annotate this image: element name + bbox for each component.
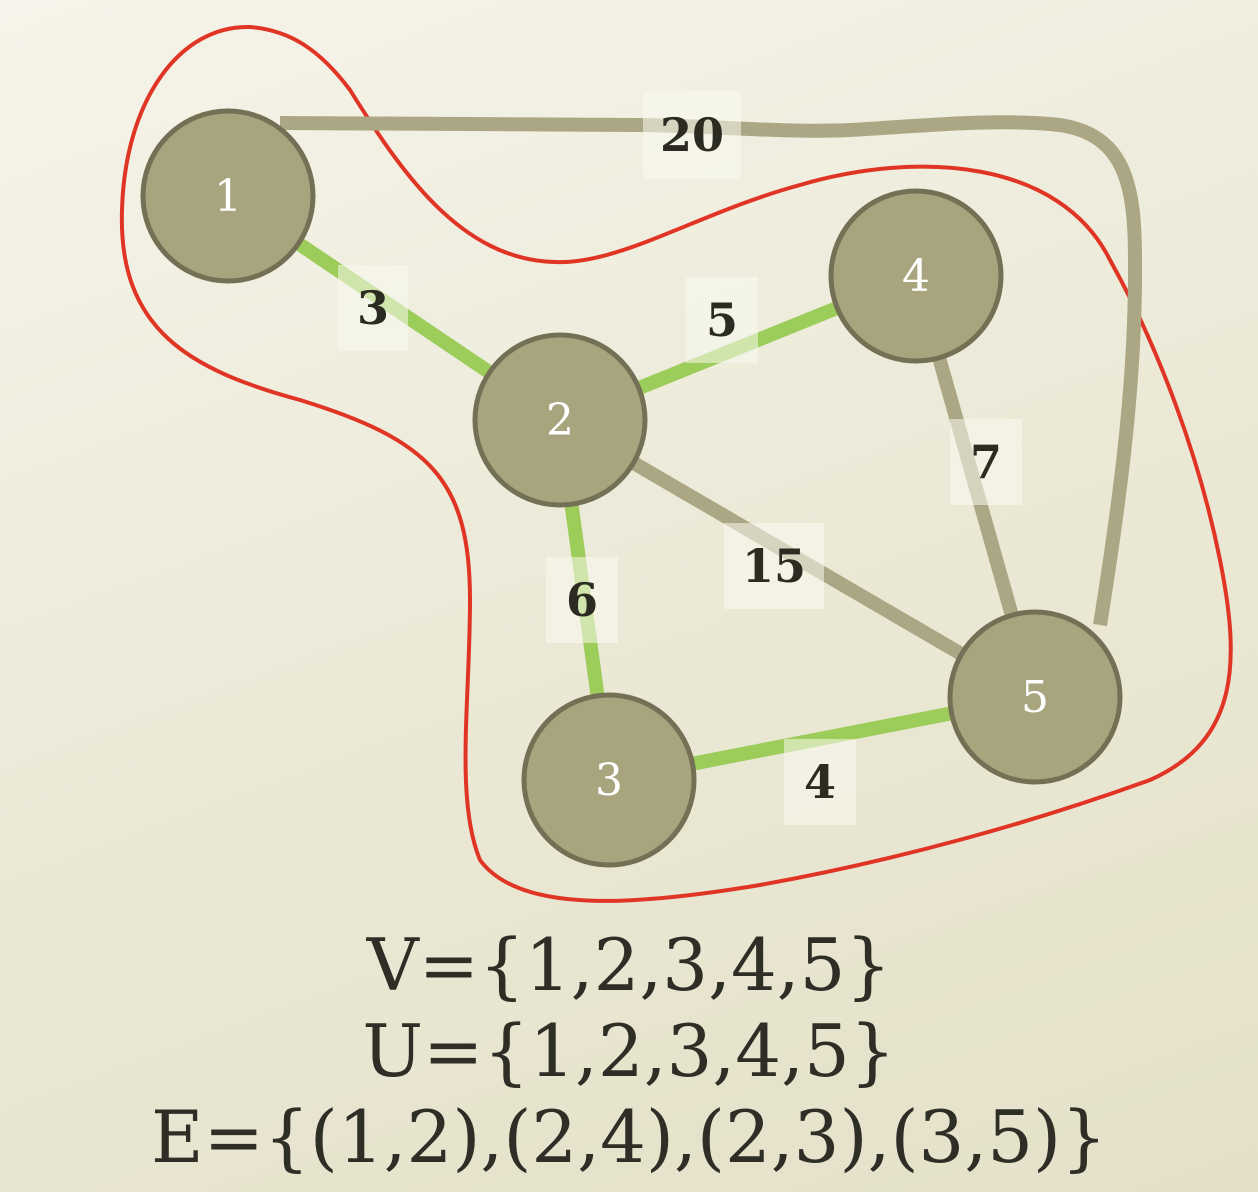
node-circle-4 bbox=[828, 188, 1004, 364]
edge-weight-4-5: 7 bbox=[970, 435, 1002, 489]
edge-weight-1-2: 3 bbox=[357, 281, 389, 335]
edge-weight-2-4: 5 bbox=[706, 293, 738, 347]
edge-weight-bg-4-5 bbox=[950, 419, 1022, 505]
node-label-2: 2 bbox=[546, 395, 574, 446]
edge-weight-2-3: 6 bbox=[566, 573, 598, 627]
edge-weight-bg-2-3 bbox=[546, 557, 618, 643]
edge-weight-2-5: 15 bbox=[742, 539, 806, 593]
cut-curve bbox=[119, 24, 1233, 903]
node-label-4: 4 bbox=[902, 251, 930, 302]
edge-1-5 bbox=[279, 115, 1143, 627]
visited-set-text: U={1,2,3,4,5} bbox=[362, 1009, 896, 1093]
nodes-layer: 1 2 3 4 5 bbox=[140, 108, 1123, 868]
node-4: 4 bbox=[828, 188, 1004, 364]
node-label-3: 3 bbox=[595, 755, 623, 806]
node-circle-3 bbox=[521, 692, 697, 868]
node-label-1: 1 bbox=[214, 171, 242, 222]
edge-weight-bg-2-4 bbox=[686, 277, 758, 363]
edge-set-text: E={(1,2),(2,4),(2,3),(3,5)} bbox=[151, 1095, 1107, 1179]
edge-weight-1-5: 20 bbox=[660, 108, 724, 162]
node-2: 2 bbox=[472, 332, 648, 508]
edge-weight-bg-3-5 bbox=[784, 739, 856, 825]
node-circle-1 bbox=[140, 108, 316, 284]
node-3: 3 bbox=[521, 692, 697, 868]
node-1: 1 bbox=[140, 108, 316, 284]
edge-weight-3-5: 4 bbox=[804, 755, 836, 809]
vertex-set-text: V={1,2,3,4,5} bbox=[366, 923, 892, 1007]
node-5: 5 bbox=[947, 609, 1123, 785]
edge-weight-bg-1-5 bbox=[643, 91, 741, 179]
set-definitions: V={1,2,3,4,5} U={1,2,3,4,5} E={(1,2),(2,… bbox=[0, 922, 1258, 1180]
node-circle-2 bbox=[472, 332, 648, 508]
node-circle-5 bbox=[947, 609, 1123, 785]
edge-weight-bg-2-5 bbox=[724, 523, 824, 609]
node-label-5: 5 bbox=[1021, 672, 1049, 723]
edge-weight-bg-1-2 bbox=[338, 265, 408, 351]
weights-layer: 3 5 6 4 7 15 20 bbox=[338, 91, 1022, 825]
